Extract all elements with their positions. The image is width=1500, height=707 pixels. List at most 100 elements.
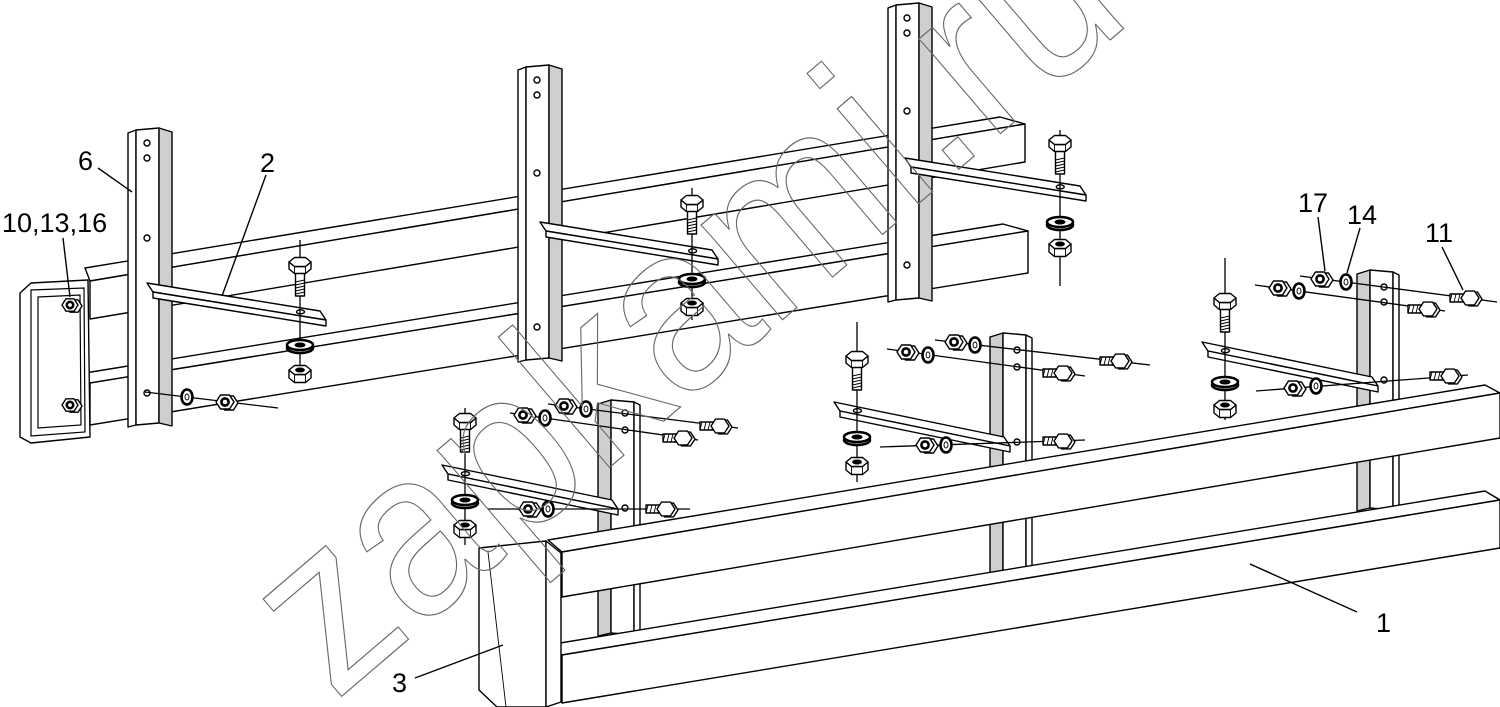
front-support-arms xyxy=(441,341,1379,516)
front-end-cap xyxy=(478,540,562,707)
bolt-thread xyxy=(1055,160,1065,164)
support-arm xyxy=(146,282,327,327)
fastener-stack xyxy=(677,188,707,320)
callout-label: 14 xyxy=(1347,200,1377,230)
bolt-thread xyxy=(1099,356,1103,366)
fastener-line xyxy=(547,398,739,435)
bolt-head-front xyxy=(1418,301,1438,317)
bolt-thread xyxy=(703,421,707,431)
washer-hole xyxy=(851,434,863,440)
callout-label: 6 xyxy=(78,146,93,176)
nut xyxy=(61,398,83,413)
nut xyxy=(1283,380,1307,397)
fastener-line xyxy=(886,344,1086,382)
bolt xyxy=(1429,368,1463,385)
post-hole xyxy=(143,154,151,162)
bolt-head-front xyxy=(1460,290,1480,306)
nut-hole xyxy=(1273,283,1283,293)
front-lower-bar-front-face xyxy=(561,499,1500,704)
washer-hole xyxy=(459,497,471,503)
nut xyxy=(518,501,542,518)
callout-11: 11 xyxy=(1425,218,1464,291)
bolt xyxy=(1099,353,1133,370)
washer xyxy=(1339,273,1353,291)
washer-hole xyxy=(686,276,698,282)
callout-17: 17 xyxy=(1298,188,1328,272)
bolt xyxy=(699,418,733,435)
washer-ring xyxy=(1292,282,1306,300)
rear-fasteners xyxy=(144,130,1075,411)
bolt xyxy=(1042,433,1076,450)
bolt-thread xyxy=(1220,321,1230,325)
callout-1: 1 xyxy=(1249,563,1391,638)
bolt-thread xyxy=(460,441,470,445)
bolt-head-front xyxy=(1053,433,1073,449)
nut-hole xyxy=(65,300,75,310)
bolt-thread xyxy=(1055,163,1065,167)
fastener-stack xyxy=(842,322,872,482)
nut-hole xyxy=(559,401,569,411)
bolt xyxy=(1213,292,1237,333)
bolt-thread xyxy=(1407,304,1411,314)
bolt-thread xyxy=(687,223,697,227)
bolt-thread xyxy=(699,421,703,431)
nut-hole xyxy=(460,522,470,528)
nut xyxy=(680,297,704,317)
fastener-line xyxy=(1254,280,1446,318)
washer-hole xyxy=(542,414,548,422)
bolt-thread xyxy=(1103,356,1107,366)
washer-hole xyxy=(294,342,306,348)
post-hole xyxy=(903,14,911,22)
bolt-thread xyxy=(687,220,697,224)
front-upper-bar xyxy=(547,384,1500,598)
washer-hole xyxy=(1054,219,1066,225)
bolt-thread xyxy=(1107,356,1111,366)
nut-hole xyxy=(852,459,862,465)
leader-line xyxy=(1346,227,1361,274)
bolt xyxy=(645,501,679,518)
bolt-thread xyxy=(645,504,649,514)
bolt-thread xyxy=(1050,368,1054,378)
washer-hole xyxy=(1313,382,1319,390)
callout-label: 3 xyxy=(392,668,407,698)
callout-label: 1 xyxy=(1376,608,1391,638)
bolt-head-top xyxy=(1048,134,1072,146)
bolt-head-front xyxy=(710,418,730,434)
bolt xyxy=(1042,365,1076,382)
nut xyxy=(1268,280,1292,297)
rear-end-cap-panel xyxy=(37,294,82,429)
fastener-line xyxy=(879,433,1086,454)
bolt-thread xyxy=(1042,368,1046,378)
bolt-thread xyxy=(1046,368,1050,378)
washer-hole xyxy=(972,341,978,349)
bolt-thread xyxy=(852,376,862,380)
bolt-head-top xyxy=(453,412,477,424)
nut xyxy=(215,394,239,411)
washer xyxy=(285,338,315,355)
bolt-thread xyxy=(1449,293,1453,303)
washer-hole xyxy=(545,505,551,513)
bolt-thread xyxy=(1429,371,1433,381)
post-hole xyxy=(143,139,151,147)
post-hole xyxy=(533,169,541,177)
bolt xyxy=(845,350,869,391)
nut xyxy=(513,407,537,424)
leader-line xyxy=(414,644,504,679)
bracket-post xyxy=(517,64,563,363)
bracket-post xyxy=(127,127,173,428)
nut-hole xyxy=(1055,241,1065,247)
nut xyxy=(61,298,83,313)
bolt-head xyxy=(453,412,477,431)
leader-line xyxy=(1441,246,1464,291)
washer xyxy=(579,400,593,418)
nut-hole xyxy=(1288,383,1298,393)
bolt-head-front xyxy=(1053,365,1073,381)
bolt-thread xyxy=(1457,293,1461,303)
bolt-thread xyxy=(687,229,697,233)
bolt-thread xyxy=(852,382,862,386)
nut-hole xyxy=(295,367,305,373)
callout-label: 17 xyxy=(1298,188,1328,218)
bolt-thread xyxy=(852,373,862,377)
post-side xyxy=(548,64,563,362)
